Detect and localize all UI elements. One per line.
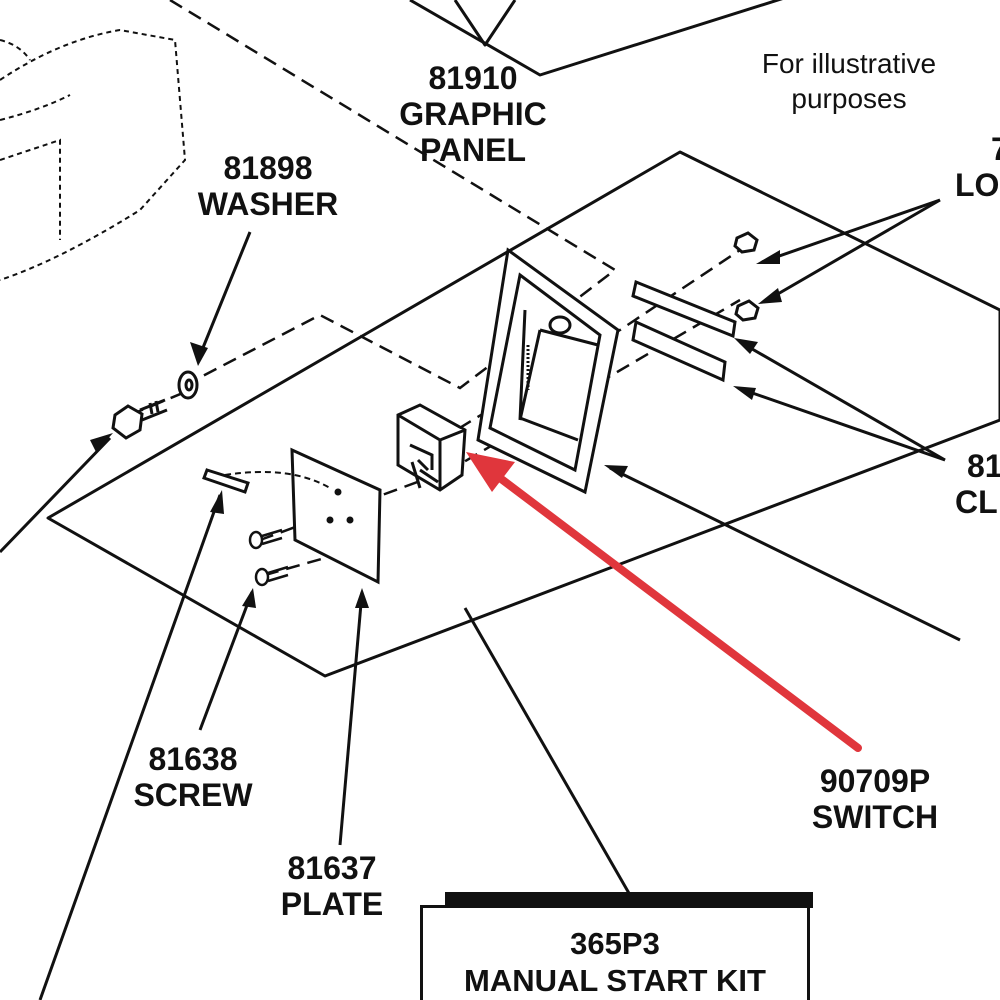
clip-label-partial: 81 CL — [955, 448, 1000, 520]
plate-label: 81637 PLATE — [280, 850, 384, 922]
plate-part — [290, 447, 382, 585]
leader-lines — [0, 198, 961, 1000]
lock-nut-parts — [733, 231, 760, 322]
lock-nut-label-partial: 7 LO — [955, 131, 1000, 203]
clip-parts-right — [631, 279, 737, 383]
switch-label: 90709P SWITCH — [811, 763, 939, 835]
washer-part — [177, 370, 199, 400]
small-screw-parts — [248, 528, 289, 587]
graphic-panel-label: 81910 GRAPHIC PANEL — [399, 60, 547, 168]
cabinet-outline — [0, 28, 187, 281]
washer-label: 81898 WASHER — [197, 150, 339, 222]
manual-start-kit-box: 365P3 MANUAL START KIT — [420, 892, 813, 1000]
leader-arrowheads — [90, 250, 782, 608]
switch-highlight-arrow — [466, 452, 862, 752]
switch-part — [396, 403, 467, 492]
illustrative-note: For illustrative purposes — [761, 48, 937, 114]
graphic-panel-outline — [409, 0, 783, 77]
bolt-part — [111, 398, 168, 440]
clip-part-left — [202, 468, 250, 494]
kit-label: 365P3 MANUAL START KIT — [464, 926, 766, 998]
mounting-frame-part — [476, 247, 620, 495]
screw-label: 81638 SCREW — [133, 741, 253, 813]
